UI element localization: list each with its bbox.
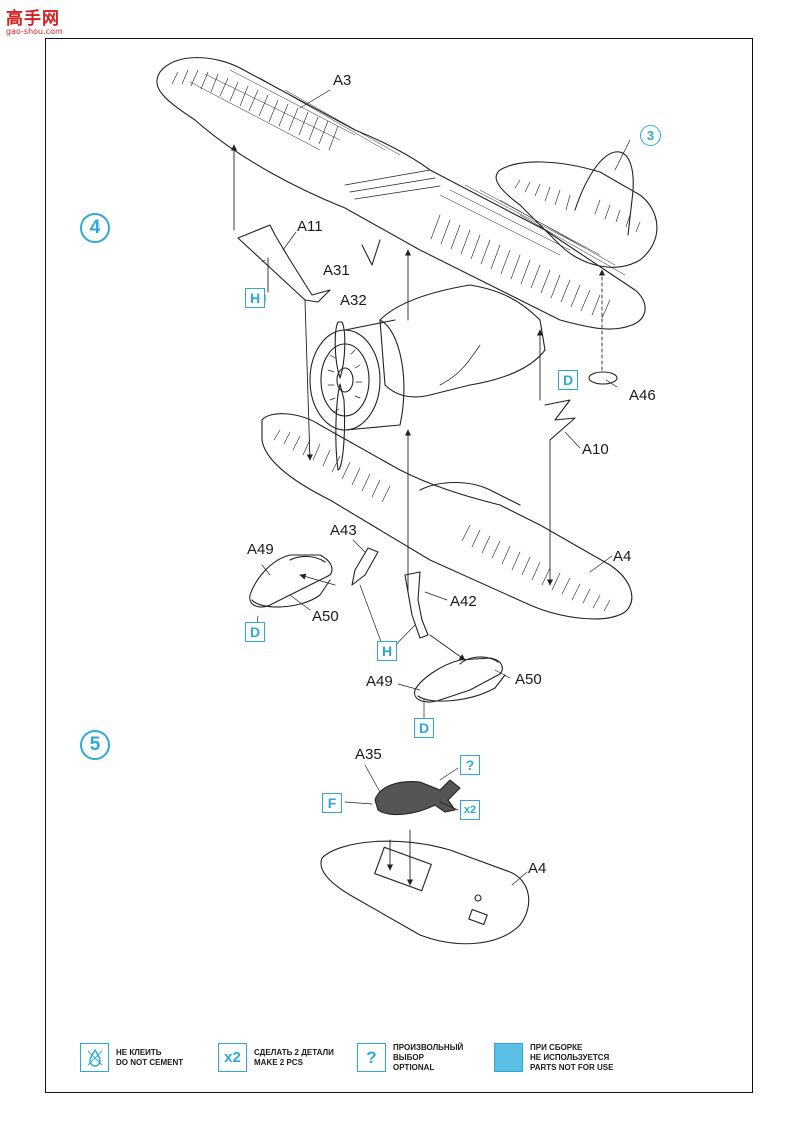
lower-wing [261, 413, 633, 620]
callout-h-strut: H [245, 288, 265, 308]
label-a49-right: A49 [366, 673, 393, 690]
label-a42: A42 [450, 593, 477, 610]
label-a31: A31 [323, 262, 350, 279]
label-a46: A46 [629, 387, 656, 404]
make-2-pcs-icon: x2 [218, 1043, 247, 1072]
lower-wing-step5 [320, 840, 530, 945]
ski-right [414, 656, 506, 703]
legend-optional-ru-1: ПРОИЗВОЛЬНЫЙ [393, 1043, 464, 1052]
upper-wing-a3 [156, 57, 646, 330]
label-a4-bottom: A4 [528, 860, 547, 877]
watermark-sub: gao-shou.com [6, 27, 63, 36]
callout-d-left-ski: D [245, 622, 265, 642]
fuselage-engine [309, 284, 546, 471]
step-4-marker: 4 [80, 213, 110, 243]
bomb-a35 [374, 779, 461, 816]
label-a49-left: A49 [247, 541, 274, 558]
legend-not-for-use-ru-1: ПРИ СБОРКЕ [530, 1043, 583, 1052]
strut-a11 [237, 224, 331, 303]
legend-do-not-cement-ru: НЕ КЛЕИТЬ [116, 1048, 162, 1057]
legend-do-not-cement: НЕ КЛЕИТЬ DO NOT CEMENT [116, 1048, 183, 1068]
callout-optional: ? [460, 755, 480, 775]
label-a43: A43 [330, 522, 357, 539]
label-a50-right: A50 [515, 671, 542, 688]
strut-a31 [361, 239, 381, 266]
do-not-cement-icon [80, 1043, 109, 1072]
legend-make-2-en: MAKE 2 PCS [254, 1058, 303, 1067]
watermark-logo: 高手网 gao-shou.com [6, 4, 63, 36]
callout-h-ski-struts: H [377, 641, 397, 661]
legend-optional-en: OPTIONAL [393, 1063, 435, 1072]
step-3-reference: 3 [640, 125, 661, 146]
legend-optional-ru-2: ВЫБОР [393, 1053, 424, 1062]
legend-not-for-use-en: PARTS NOT FOR USE [530, 1063, 614, 1072]
legend-optional: ПРОИЗВОЛЬНЫЙ ВЫБОР OPTIONAL [393, 1043, 463, 1073]
label-a50-left: A50 [312, 608, 339, 625]
callout-make-2: x2 [460, 800, 480, 820]
label-a4-top: A4 [613, 548, 632, 565]
legend-not-for-use: ПРИ СБОРКЕ НЕ ИСПОЛЬЗУЕТСЯ PARTS NOT FOR… [530, 1043, 613, 1073]
watermark-main: 高手网 [6, 9, 60, 29]
upper-wing-ribs [171, 69, 611, 319]
legend-not-for-use-ru-2: НЕ ИСПОЛЬЗУЕТСЯ [530, 1053, 610, 1062]
ski-left [249, 554, 333, 608]
callout-d-right-ski: D [414, 718, 434, 738]
label-a32: A32 [340, 292, 367, 309]
label-a11: A11 [297, 218, 323, 235]
parts-not-for-use-swatch [494, 1043, 523, 1072]
legend-make-2-ru: СДЕЛАТЬ 2 ДЕТАЛИ [254, 1048, 334, 1057]
optional-icon: ? [357, 1043, 386, 1072]
label-a3: A3 [333, 72, 352, 89]
callout-f-bomb: F [322, 793, 342, 813]
label-a35: A35 [355, 746, 382, 763]
legend-make-2: СДЕЛАТЬ 2 ДЕТАЛИ MAKE 2 PCS [254, 1048, 334, 1068]
callout-d-a46: D [558, 370, 578, 390]
legend-do-not-cement-en: DO NOT CEMENT [116, 1058, 184, 1067]
tail-assembly [495, 151, 658, 268]
step-5-marker: 5 [80, 730, 110, 760]
ski-strut-a42 [404, 571, 429, 639]
label-a10: A10 [582, 441, 609, 458]
part-a46 [588, 371, 618, 385]
ski-strut-a43 [351, 547, 379, 586]
instruction-frame [45, 38, 753, 1093]
strut-a10 [544, 399, 576, 441]
